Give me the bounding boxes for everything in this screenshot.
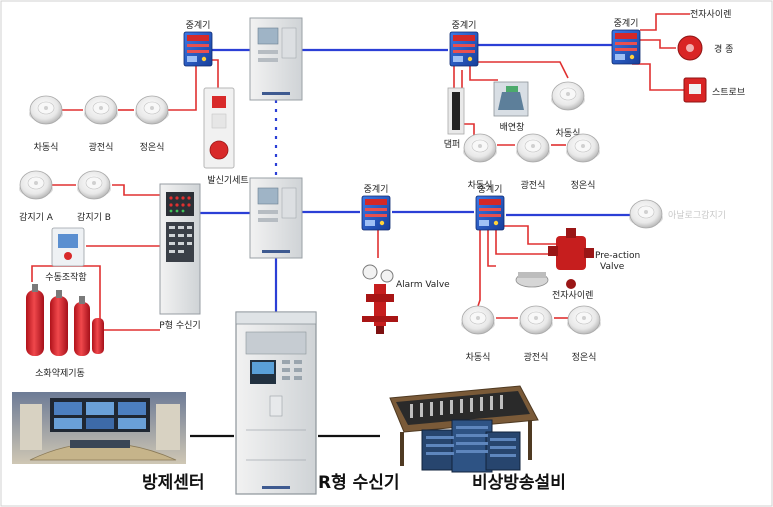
- detector-label: 광전식: [89, 141, 114, 153]
- relay-module-icon: [475, 195, 505, 231]
- relay-top-left: 중계기: [183, 19, 213, 67]
- smoke-detector-icon: [515, 133, 551, 163]
- p-type-receiver: P형 수신기: [159, 183, 201, 331]
- smoke-detector-icon: [566, 305, 602, 335]
- alarm-valve-icon: [556, 236, 586, 270]
- preaction-valve: Pre-action Valve: [548, 228, 640, 289]
- detector-wires: [31, 13, 690, 331]
- signal-lines: [197, 43, 632, 312]
- detector-label: 광전식: [521, 179, 546, 191]
- damper: 댐퍼: [444, 87, 465, 150]
- preaction-label-line2: Valve: [600, 262, 625, 272]
- manual-control-box: 수동조작함: [45, 227, 87, 283]
- smoke-detector-icon: [28, 95, 64, 125]
- r-type-receiver-label: R형 수신기: [318, 472, 400, 493]
- strobe-label: 스트로브: [712, 87, 745, 98]
- electronic-siren-lower: 전자사이렌: [515, 272, 593, 301]
- extinguishing-cylinder-label: 소화약제기동: [35, 367, 85, 379]
- smoke-detector-icon: [76, 170, 112, 200]
- preaction-label-line1: Pre-action: [595, 251, 640, 261]
- smoke-detector-icon: [550, 81, 586, 111]
- detector-group-top-middle: 차동식 광전식 정온식: [462, 133, 601, 191]
- smoke-detector-icon: [565, 133, 601, 163]
- relay-label: 중계기: [364, 183, 389, 195]
- smoke-detector-icon: [462, 133, 498, 163]
- relay-module-icon: [183, 31, 213, 67]
- relay-label: 중계기: [186, 19, 211, 31]
- detector-a: 감지기 A: [18, 170, 54, 223]
- relay-label: 중계기: [614, 17, 639, 29]
- relay-top-middle: 중계기: [449, 19, 479, 67]
- damper-label: 댐퍼: [444, 139, 461, 150]
- relay-label: 중계기: [478, 183, 503, 195]
- disaster-center-label: 방제센터: [142, 473, 205, 493]
- emergency-broadcast-equipment: 비상방송설비: [389, 385, 566, 493]
- manual-control-box-label: 수동조작함: [45, 272, 86, 283]
- smoke-detector-icon: [460, 305, 496, 335]
- detector-label: 차동식: [34, 141, 59, 153]
- detector-label: 차동식: [468, 179, 493, 191]
- gas-cylinder-icon: [92, 318, 104, 354]
- electronic-siren-top: 전자사이렌: [690, 9, 731, 20]
- fire-bell-icon: [209, 140, 229, 160]
- detector-label: 정온식: [140, 142, 165, 153]
- transmitter-set: 발신기세트: [203, 87, 249, 186]
- strobe: 스트로브: [683, 77, 745, 103]
- detector-b: 감지기 B: [76, 170, 112, 223]
- emergency-broadcast-label: 비상방송설비: [472, 473, 566, 493]
- detector-a-label: 감지기 A: [19, 211, 54, 223]
- alarm-valve: Alarm Valve: [362, 264, 450, 334]
- electronic-siren-label: 전자사이렌: [690, 9, 731, 20]
- detector-label: 정온식: [571, 180, 596, 191]
- electronic-siren-label: 전자사이렌: [552, 290, 593, 301]
- relay-module-icon: [449, 31, 479, 67]
- relay-module-icon: [611, 29, 641, 65]
- smoke-detector-icon: [18, 170, 54, 200]
- relay-lower-right: 중계기: [475, 183, 505, 231]
- detector-label: 차동식: [466, 351, 491, 363]
- detector-label: 광전식: [524, 351, 549, 363]
- gas-cylinder-icon: [74, 302, 90, 356]
- p-type-receiver-label: P형 수신기: [159, 320, 200, 331]
- detector-b-label: 감지기 B: [77, 211, 111, 223]
- detector-group-lower-right: 차동식 광전식 정온식: [460, 305, 602, 363]
- exhaust-window: 배연창: [493, 81, 529, 133]
- repeater-panel-middle: [249, 177, 303, 259]
- detector-label: 정온식: [572, 352, 597, 363]
- smoke-detector-icon: [628, 199, 664, 229]
- fire-bell-label: 경 종: [714, 43, 733, 55]
- analog-detector: 아날로그감지기: [628, 199, 726, 229]
- analog-detector-label: 아날로그감지기: [668, 209, 726, 221]
- r-type-receiver: [235, 311, 317, 495]
- extinguishing-cylinders: 소화약제기동: [26, 284, 104, 379]
- smoke-detector-icon: [134, 95, 170, 125]
- detector-top-middle-single: 차동식: [550, 81, 586, 139]
- exhaust-window-label: 배연창: [500, 122, 525, 133]
- gas-cylinder-icon: [26, 290, 44, 356]
- transmitter-set-label: 발신기세트: [207, 175, 248, 186]
- relay-label: 중계기: [452, 19, 477, 31]
- relay-module-icon: [361, 195, 391, 231]
- smoke-detector-icon: [518, 305, 554, 335]
- alarm-valve-label: Alarm Valve: [396, 280, 450, 290]
- repeater-panel-top: [249, 17, 303, 101]
- disaster-control-center: 방제센터: [12, 392, 205, 493]
- relay-top-right: 중계기: [611, 17, 641, 65]
- relay-lower-left: 중계기: [361, 183, 391, 231]
- gas-cylinder-icon: [50, 296, 68, 356]
- smoke-detector-icon: [83, 95, 119, 125]
- detector-group-top-left: 차동식 광전식 정온식: [28, 95, 170, 153]
- fire-bell: 경 종: [677, 35, 733, 61]
